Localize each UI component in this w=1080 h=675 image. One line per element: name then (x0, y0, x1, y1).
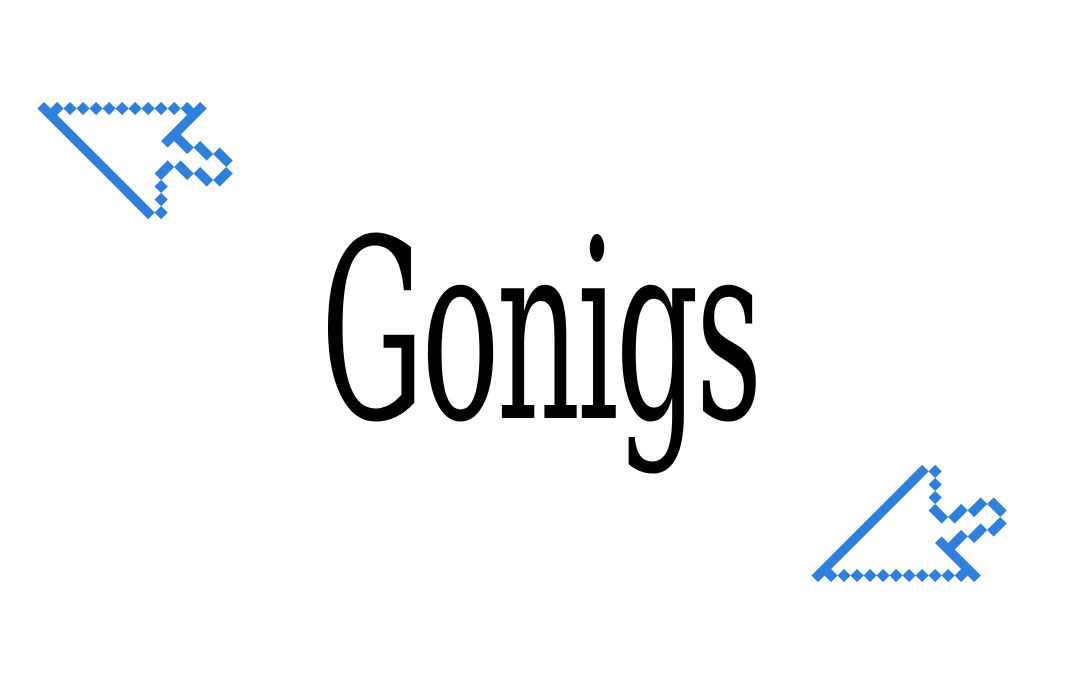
cursor-pixel (141, 101, 155, 116)
cursor-pixel (850, 568, 864, 583)
cursor-pixel (161, 134, 175, 148)
cursor-pixel (50, 101, 64, 116)
cursor-pixel (954, 529, 968, 544)
cursor-pixel (115, 101, 129, 116)
pixel-arrow-cursor-icon (33, 13, 262, 242)
cursor-pixel (889, 568, 903, 583)
cursor-pixel (928, 568, 942, 583)
pixel-arrow-cursor-svg (811, 464, 1007, 583)
cursor-pixel (154, 101, 168, 116)
cursor-pixel (154, 192, 168, 207)
pixel-arrow-cursor-icon (807, 441, 1036, 670)
cursor-pixel (167, 101, 181, 116)
cursor-pixel (154, 179, 168, 194)
cursor-pixel (89, 101, 103, 116)
cursor-pixel (76, 101, 90, 116)
cursor-pixel (219, 153, 233, 168)
cursor-pixel (174, 160, 188, 174)
cursor-pixel (102, 101, 116, 116)
cursor-pixel (837, 568, 851, 583)
cursor-pixel (141, 205, 155, 220)
pixel-arrow-cursor-svg (37, 101, 233, 220)
cursor-pixel (863, 568, 877, 583)
cursor-pixel (63, 101, 77, 116)
cursor-pixel (915, 568, 929, 583)
cursor-pixel (941, 568, 955, 583)
cursor-pixel (902, 568, 916, 583)
cursor-pixel (128, 101, 142, 116)
cursor-pixel (928, 477, 942, 492)
page-title: Gonigs (320, 186, 763, 477)
cursor-pixel (200, 147, 214, 161)
cursor-pixel (928, 464, 942, 479)
cursor-pixel (928, 490, 942, 505)
cursor-pixel (154, 205, 168, 220)
cursor-pixel (824, 568, 838, 583)
cursor-pixel (193, 166, 207, 181)
cursor-pixel (876, 568, 890, 583)
